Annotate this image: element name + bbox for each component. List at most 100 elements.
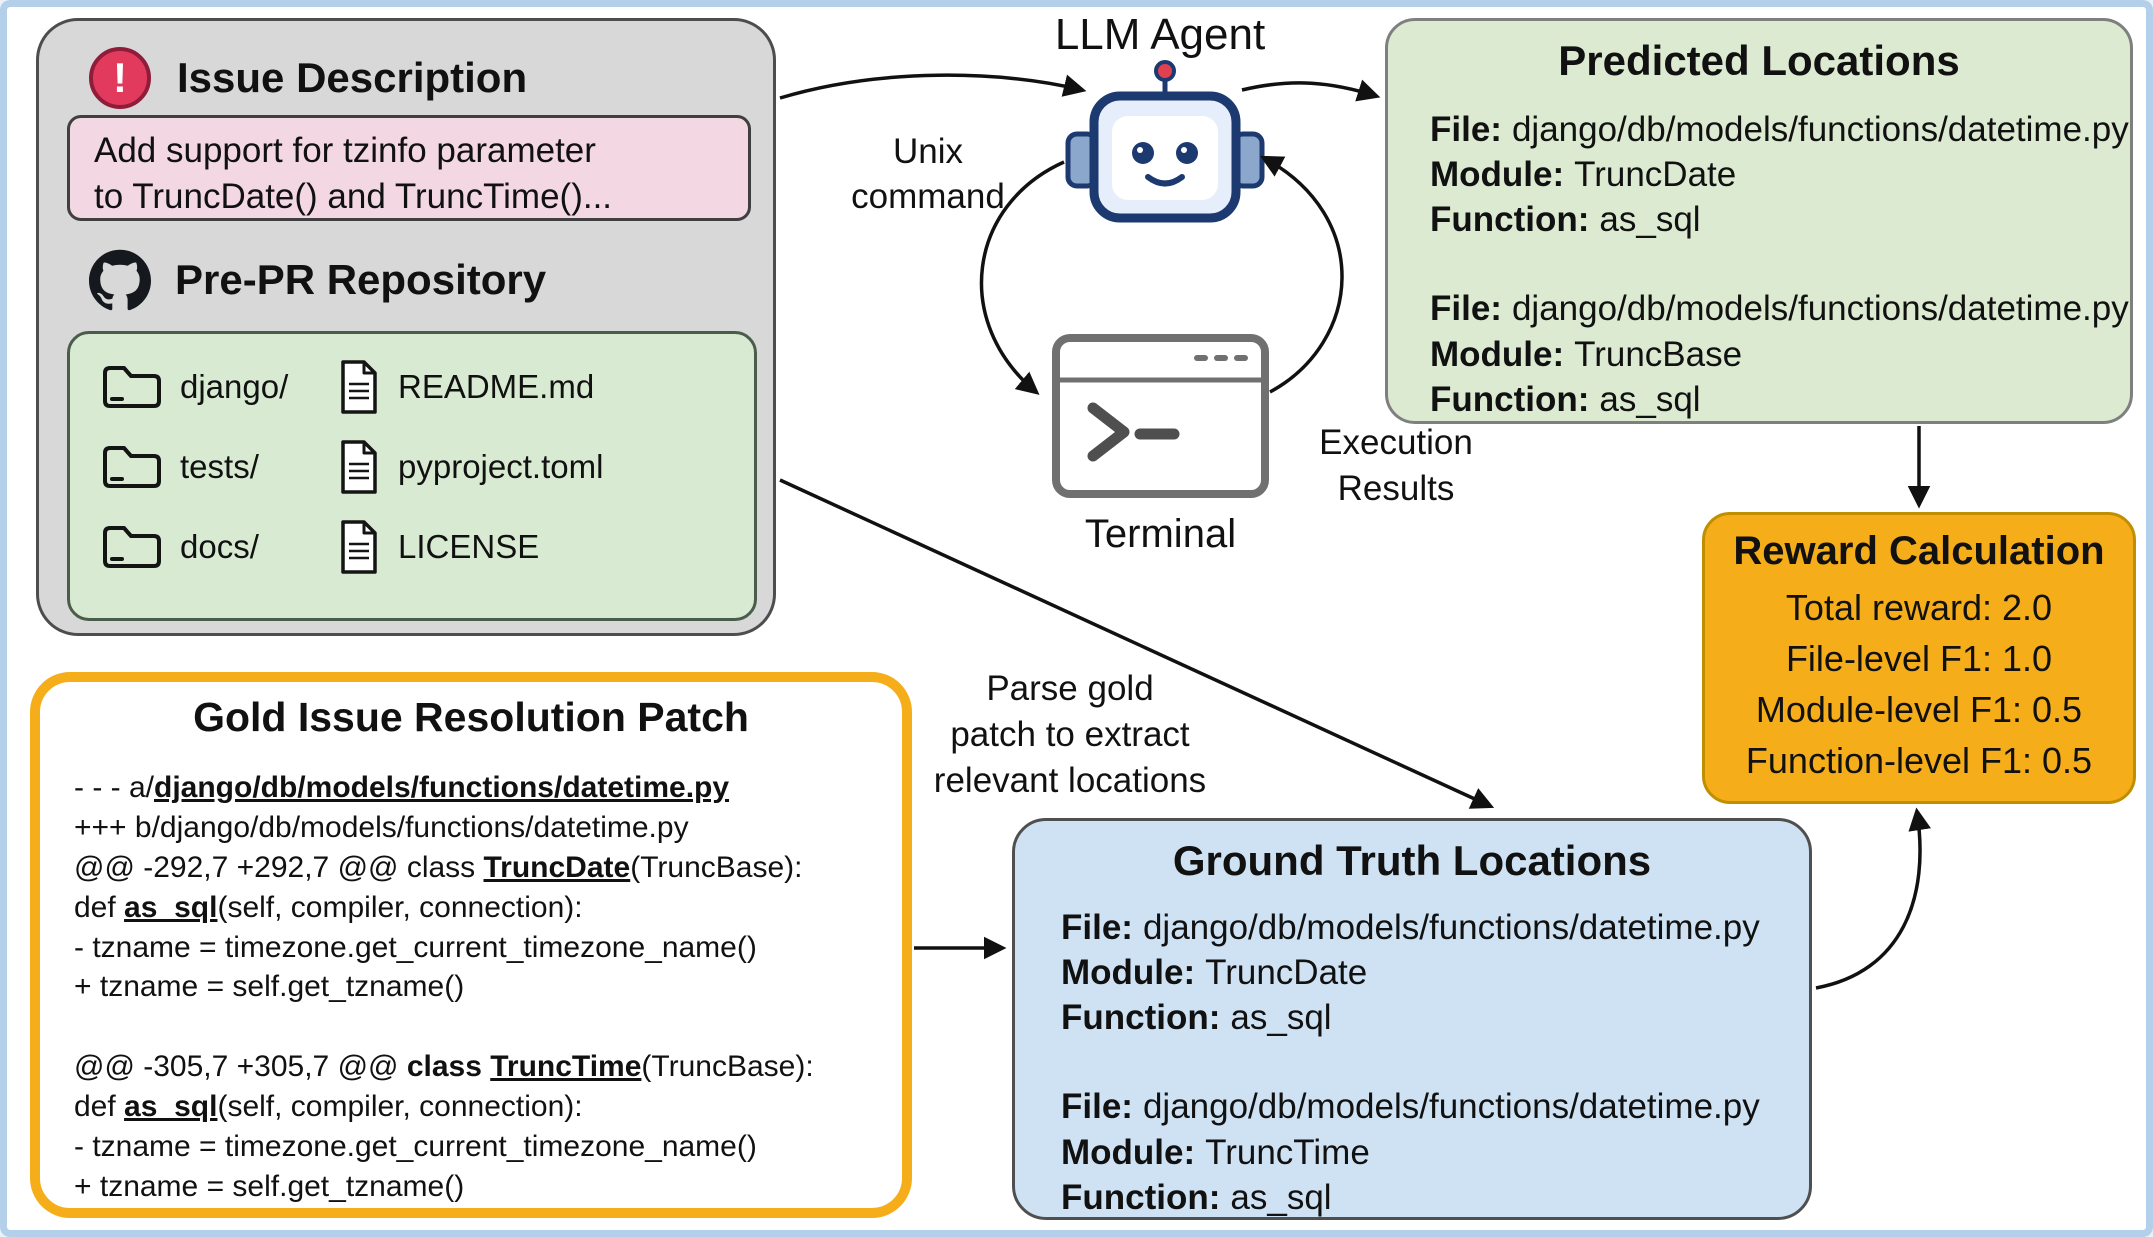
reward-total: Total reward: 2.0 <box>1785 587 2053 628</box>
module-label: Module: <box>1061 953 1196 993</box>
folder-icon <box>103 526 161 568</box>
repo-header: Pre-PR Repository <box>89 249 546 311</box>
file-line: File:django/db/models/functions/datetime… <box>1061 1084 1793 1129</box>
execution-results-line1: Execution <box>1319 423 1473 462</box>
reward-title: Reward Calculation <box>1733 529 2105 573</box>
issue-title: Issue Description <box>177 54 528 101</box>
patch-line: + tzname = self.get_tzname() <box>74 1169 465 1203</box>
repo-file-list: django/ tests/ docs/ <box>67 331 757 621</box>
module-line: Module:TruncDate <box>1061 950 1793 995</box>
function-value: as_sql <box>1599 379 1701 419</box>
predicted-entries: File:django/db/models/functions/datetime… <box>1430 107 2129 422</box>
file-value: django/db/models/functions/datetime.py <box>1511 110 2129 149</box>
list-item: README.md <box>336 354 603 420</box>
patch-line: + tzname = self.get_tzname() <box>74 970 465 1004</box>
repo-title: Pre-PR Repository <box>175 256 547 303</box>
module-line: Module:TruncDate <box>1430 152 2114 197</box>
github-icon <box>89 249 151 311</box>
unix-command-label: Unix command <box>816 130 1040 220</box>
function-line: Function:as_sql <box>1430 197 2114 242</box>
function-line: Function:as_sql <box>1061 1175 1793 1220</box>
file-line: File:django/db/models/functions/datetime… <box>1430 107 2129 152</box>
file-value: django/db/models/functions/datetime.py <box>1511 289 2129 329</box>
function-value: as_sql <box>1599 200 1701 240</box>
module-label: Module: <box>1061 1132 1196 1172</box>
gold-patch-diff: - - - a/django/db/models/functions/datet… <box>74 768 888 1207</box>
ground-truth-entry-2: File:django/db/models/functions/datetime… <box>1061 1084 1793 1219</box>
issue-repo-panel: ! Issue Description Add support for tzin… <box>36 18 776 636</box>
issue-warning-icon: ! <box>89 47 151 109</box>
warning-glyph: ! <box>113 54 127 101</box>
terminal-icon <box>1052 334 1269 498</box>
execution-results-line2: Results <box>1337 468 1455 508</box>
predicted-entry-1: File:django/db/models/functions/datetime… <box>1430 107 2129 242</box>
list-item: LICENSE <box>336 514 603 580</box>
reward-calculation-panel: Reward Calculation Total reward: 2.0 Fil… <box>1702 512 2136 804</box>
folder-label: tests/ <box>180 448 259 485</box>
file-line: File:django/db/models/functions/datetime… <box>1430 286 2129 331</box>
ground-truth-title: Ground Truth Locations <box>1172 837 1652 884</box>
list-item: django/ <box>100 354 288 420</box>
module-line: Module:TruncTime <box>1061 1130 1793 1175</box>
predicted-entry-2: File:django/db/models/functions/datetime… <box>1430 286 2129 422</box>
patch-line <box>74 1007 888 1047</box>
module-value: TruncBase <box>1574 334 1743 374</box>
issue-header: ! Issue Description <box>89 47 527 109</box>
file-label: File: <box>1430 110 1502 149</box>
file-value: django/db/models/functions/datetime.py <box>1142 908 1760 947</box>
llm-agent-title: LLM Agent <box>1054 10 1266 59</box>
patch-line: - tzname = timezone.get_current_timezone… <box>74 1130 757 1164</box>
issue-text-line2: to TruncDate() and TruncTime()... <box>94 177 613 217</box>
patch-line: @@ -305,7 +305,7 @@ class TruncTime(Trun… <box>74 1050 814 1084</box>
function-label: Function: <box>1430 379 1590 419</box>
patch-line: @@ -292,7 +292,7 @@ class TruncDate(Trun… <box>74 850 803 884</box>
file-label: README.md <box>398 368 595 405</box>
folder-icon <box>103 366 161 408</box>
unix-command-line2: command <box>851 176 1005 216</box>
repo-folder-column: django/ tests/ docs/ <box>100 354 288 580</box>
module-value: TruncDate <box>1205 953 1368 993</box>
function-label: Function: <box>1061 1177 1221 1217</box>
folder-icon <box>103 446 161 488</box>
arrow-issue-to-agent <box>779 73 1087 100</box>
file-label: File: <box>1061 908 1133 947</box>
file-icon <box>341 520 377 574</box>
issue-description-text: Add support for tzinfo parameter to Trun… <box>67 115 751 221</box>
execution-results-label: Execution Results <box>1266 420 1526 511</box>
function-value: as_sql <box>1230 1177 1332 1217</box>
file-value: django/db/models/functions/datetime.py <box>1142 1087 1760 1127</box>
module-value: TruncDate <box>1574 155 1737 195</box>
patch-line: def as_sql(self, compiler, connection): <box>74 890 583 924</box>
unix-command-line1: Unix <box>892 132 964 171</box>
file-label: File: <box>1430 289 1502 329</box>
patch-line: def as_sql(self, compiler, connection): <box>74 1090 583 1124</box>
terminal-label: Terminal <box>1084 512 1237 556</box>
issue-text-line1: Add support for tzinfo parameter <box>94 131 596 170</box>
folder-label: docs/ <box>180 528 259 565</box>
patch-line: - - - a/django/db/models/functions/datet… <box>74 771 730 804</box>
gold-patch-title: Gold Issue Resolution Patch <box>193 694 749 740</box>
patch-line: - tzname = timezone.get_current_timezone… <box>74 930 757 964</box>
gold-patch-panel: Gold Issue Resolution Patch - - - a/djan… <box>30 672 912 1218</box>
repo-file-column: README.md pyproject.toml <box>336 354 603 580</box>
module-value: TruncTime <box>1205 1132 1370 1172</box>
function-label: Function: <box>1061 998 1221 1038</box>
parse-label-line3: relevant locations <box>933 761 1207 801</box>
parse-label-line2: patch to extract <box>950 715 1190 755</box>
reward-module-f1: Module-level F1: 0.5 <box>1755 689 2083 731</box>
file-line: File:django/db/models/functions/datetime… <box>1061 905 1793 950</box>
reward-file-f1: File-level F1: 1.0 <box>1785 638 2053 680</box>
function-value: as_sql <box>1230 998 1332 1038</box>
reward-function-f1: Function-level F1: 0.5 <box>1745 740 2093 782</box>
function-label: Function: <box>1430 200 1590 240</box>
robot-icon <box>1065 60 1265 223</box>
ground-truth-entries: File:django/db/models/functions/datetime… <box>1061 905 1793 1220</box>
file-label: File: <box>1061 1087 1133 1127</box>
module-label: Module: <box>1430 334 1565 374</box>
list-item: docs/ <box>100 514 288 580</box>
list-item: pyproject.toml <box>336 434 603 500</box>
parse-gold-patch-label: Parse gold patch to extract relevant loc… <box>900 666 1240 805</box>
folder-label: django/ <box>180 368 289 405</box>
function-line: Function:as_sql <box>1430 377 2114 422</box>
